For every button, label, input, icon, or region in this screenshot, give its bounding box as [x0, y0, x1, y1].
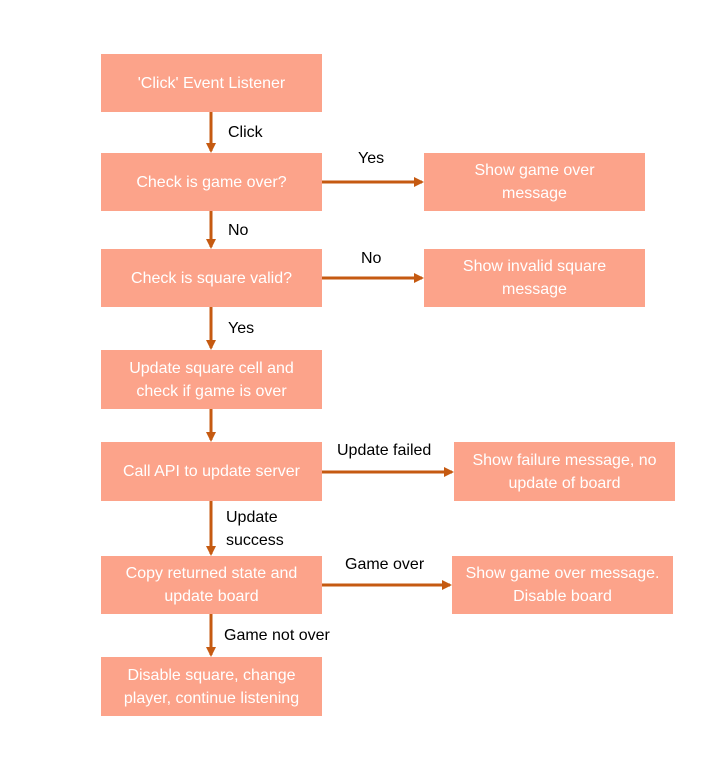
node-label: 'Click' Event Listener	[137, 74, 286, 92]
node-label: Call API to update server	[123, 463, 300, 480]
node-label: Update square cell and check if game is …	[129, 359, 294, 400]
node-click-event-listener: 'Click' Event Listener	[101, 54, 322, 112]
edge-label-update-failed: Update failed	[337, 442, 432, 459]
node-show-game-over-disable-board: Show game over message. Disable board	[452, 556, 673, 614]
edge-label-game-over-no: No	[228, 222, 249, 239]
node-disable-square: Disable square, change player, continue …	[101, 657, 322, 716]
node-label: Copy returned state and update board	[125, 565, 298, 605]
edge-label-game-over: Game over	[345, 556, 425, 573]
edge-label-game-over-yes: Yes	[358, 150, 385, 167]
node-label: Show failure message, no update of board	[472, 451, 657, 492]
node-show-game-over-message: Show game over message	[424, 153, 645, 211]
edge-label-game-not-over: Game not over	[224, 627, 330, 644]
edge-label-click: Click	[228, 124, 263, 141]
node-label: Check is game over?	[136, 173, 287, 191]
edge-label-square-valid-yes: Yes	[228, 320, 255, 337]
edge-label-update-success: Update success	[226, 509, 284, 549]
node-copy-returned-state: Copy returned state and update board	[101, 556, 322, 614]
node-label: Disable square, change player, continue …	[123, 666, 300, 707]
node-label: Show invalid square message	[462, 258, 607, 298]
node-show-invalid-square-message: Show invalid square message	[424, 249, 645, 307]
node-label: Show game over message	[474, 162, 595, 202]
node-call-api: Call API to update server	[101, 442, 322, 501]
node-check-square-valid: Check is square valid?	[101, 249, 322, 307]
node-check-game-over: Check is game over?	[101, 153, 322, 211]
node-update-square-cell: Update square cell and check if game is …	[101, 350, 322, 409]
edge-label-square-invalid-no: No	[361, 250, 382, 267]
node-label: Check is square valid?	[131, 269, 292, 287]
node-label: Show game over message. Disable board	[465, 565, 660, 605]
node-show-failure-message: Show failure message, no update of board	[454, 442, 675, 501]
